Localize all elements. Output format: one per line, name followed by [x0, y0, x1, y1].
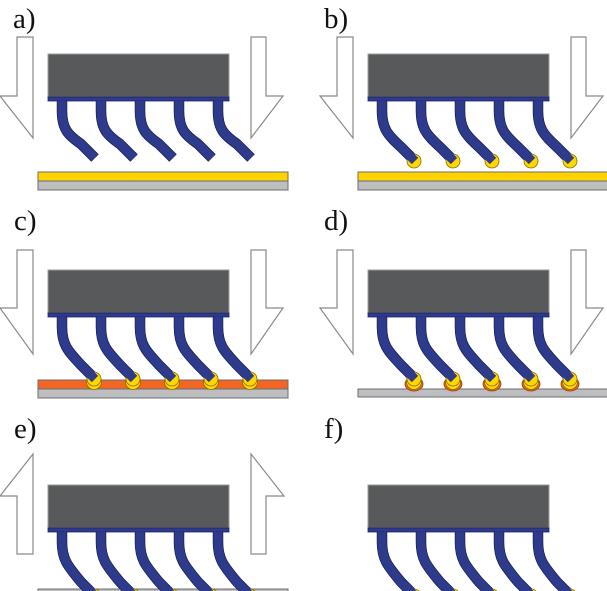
- gold-layer: [357, 171, 607, 182]
- gold-layer: [37, 171, 289, 182]
- lead-tip: [440, 147, 458, 165]
- lead: [213, 532, 253, 591]
- lead: [96, 532, 136, 591]
- panel-c: c): [0, 205, 289, 399]
- lead: [494, 317, 536, 383]
- panel-label-e: e): [14, 413, 37, 445]
- lead: [213, 317, 255, 383]
- panel-label-f: f): [324, 413, 343, 445]
- lead: [57, 532, 97, 591]
- lead: [494, 101, 536, 165]
- lead: [174, 101, 216, 162]
- lead-tip: [81, 365, 99, 383]
- lead: [377, 317, 419, 383]
- lead-tip: [81, 582, 97, 591]
- chip-body: [47, 484, 230, 529]
- lead: [213, 101, 255, 162]
- chip-pad-strip: [47, 96, 230, 102]
- chip-pad-strip: [47, 312, 230, 318]
- panel-label-d: d): [324, 205, 348, 237]
- lead-tip: [518, 147, 536, 165]
- lead: [494, 532, 534, 591]
- lead-tip: [557, 365, 575, 383]
- chip-pad-strip: [367, 312, 550, 318]
- lead-tip: [237, 582, 253, 591]
- lead-tip: [159, 365, 177, 383]
- chip-body: [367, 484, 550, 529]
- chip-pad-strip: [367, 96, 550, 102]
- lead: [533, 101, 575, 165]
- chip-body: [47, 53, 230, 98]
- panel-label-b: b): [324, 3, 348, 35]
- panel-label-c: c): [14, 205, 37, 237]
- substrate: [357, 388, 607, 398]
- lead: [96, 101, 138, 162]
- arrow-down-icon: [0, 249, 34, 356]
- lead-tip: [198, 365, 216, 383]
- lead: [533, 317, 575, 383]
- panel-label-a: a): [13, 3, 36, 35]
- arrow-down-icon: [0, 36, 34, 140]
- lead-tip: [440, 365, 458, 383]
- lead-tip: [401, 365, 419, 383]
- lead-tip: [518, 582, 534, 591]
- lead: [174, 532, 214, 591]
- lead: [416, 532, 456, 591]
- arrow-down-icon: [318, 36, 354, 140]
- lead: [416, 317, 458, 383]
- lead: [455, 101, 497, 165]
- lead-tip: [120, 582, 136, 591]
- substrate: [357, 180, 607, 191]
- lead: [96, 317, 138, 383]
- lead: [455, 317, 497, 383]
- arrow-up-icon: [250, 452, 286, 555]
- panel-e: e): [0, 413, 289, 591]
- lead: [174, 317, 216, 383]
- lead-tip: [159, 582, 175, 591]
- panel-f: f): [324, 413, 576, 591]
- lead-tip: [198, 582, 214, 591]
- lead: [377, 532, 417, 591]
- arrow-down-icon: [318, 249, 354, 356]
- panel-a: a): [0, 3, 289, 191]
- arrow-down-icon: [250, 249, 285, 356]
- chip-pad-strip: [47, 527, 230, 533]
- lead: [135, 532, 175, 591]
- panel-b: b): [318, 3, 607, 191]
- chip-pad-strip: [367, 527, 550, 533]
- lead-tip: [479, 147, 497, 165]
- lead-tip: [479, 365, 497, 383]
- chip-body: [367, 269, 550, 314]
- lead-tip: [479, 582, 495, 591]
- substrate: [37, 180, 289, 191]
- arrow-down-icon: [250, 36, 285, 140]
- chip-body: [367, 53, 550, 98]
- lead: [57, 101, 99, 162]
- lead: [135, 317, 177, 383]
- lead-tip: [518, 365, 536, 383]
- lead-tip: [401, 147, 419, 165]
- lead: [416, 101, 458, 165]
- lead-tip: [401, 582, 417, 591]
- lead: [57, 317, 99, 383]
- arrow-up-icon: [0, 452, 34, 555]
- lead: [135, 101, 177, 162]
- lead-tip: [557, 582, 573, 591]
- panel-d: d): [318, 205, 607, 398]
- lead-tip: [120, 365, 138, 383]
- lead-tip: [440, 582, 456, 591]
- lead: [455, 532, 495, 591]
- arrow-down-icon: [570, 36, 605, 140]
- chip-body: [47, 269, 230, 314]
- lead: [533, 532, 573, 591]
- substrate: [37, 388, 289, 399]
- lead-tip: [237, 365, 255, 383]
- lead-tip: [557, 147, 575, 165]
- lead: [377, 101, 419, 165]
- arrow-down-icon: [570, 249, 605, 356]
